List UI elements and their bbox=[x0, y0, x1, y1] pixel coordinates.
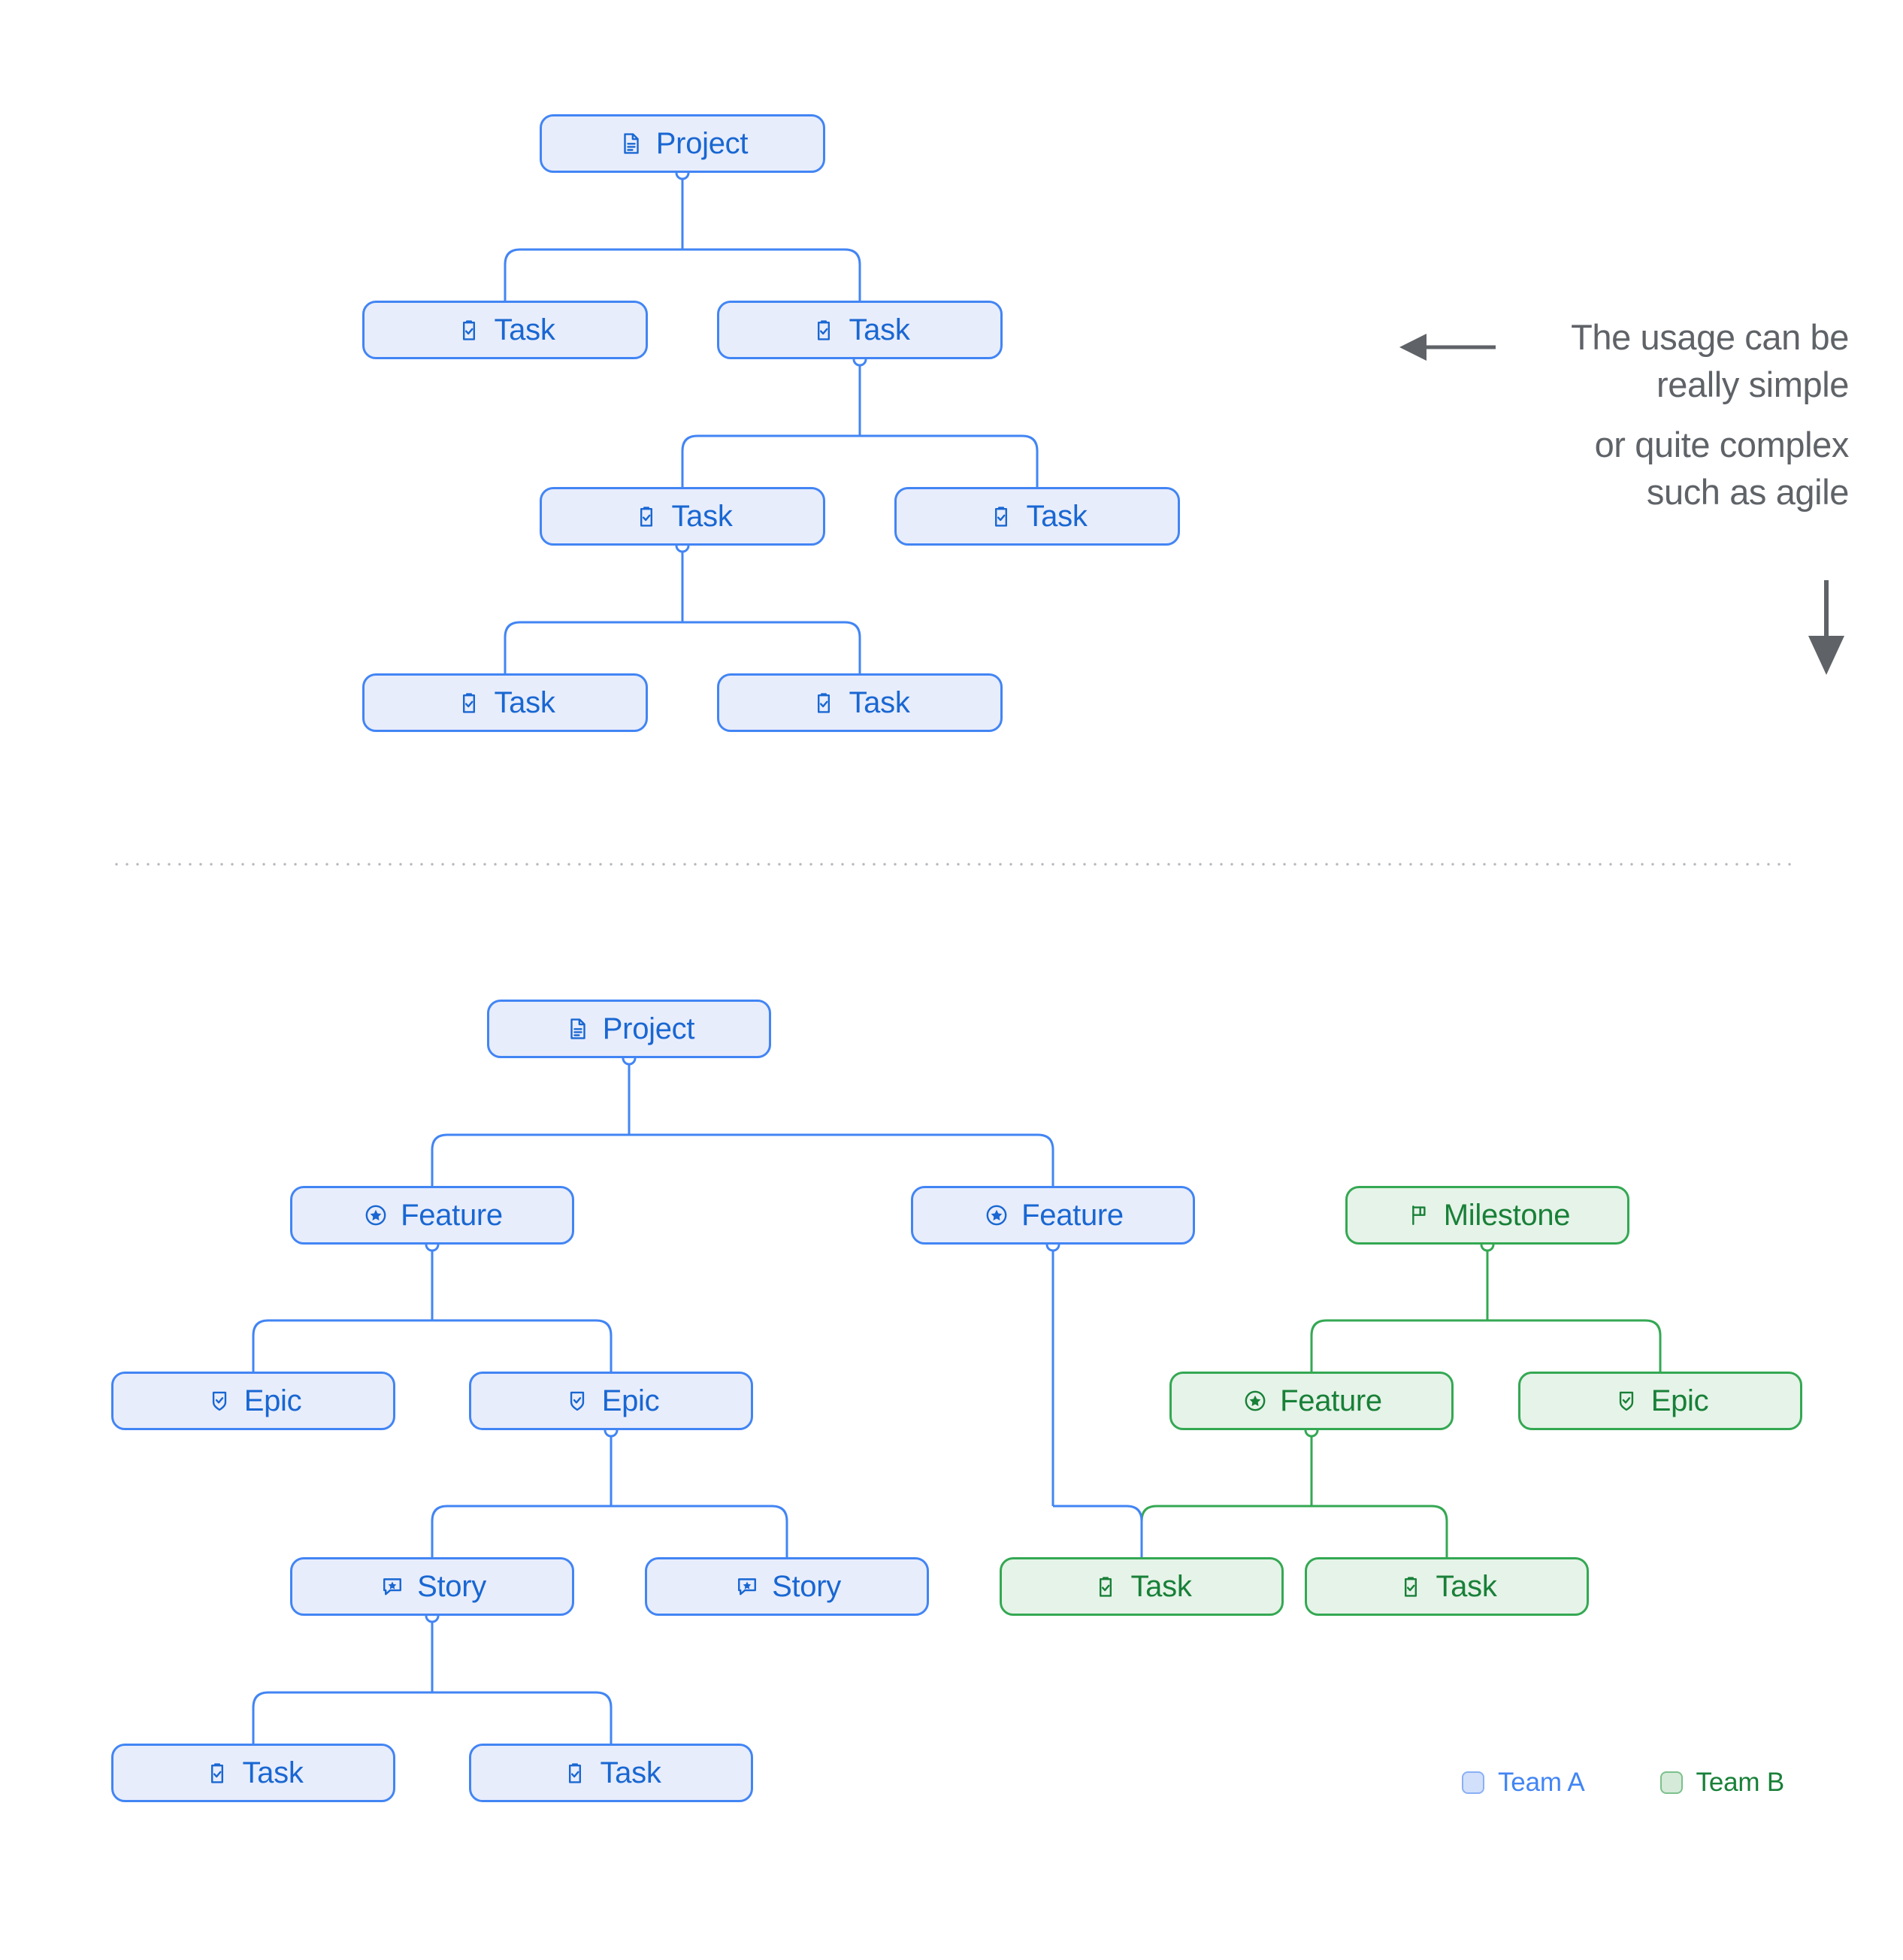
connector bbox=[504, 538, 861, 673]
annotation-line-2: really simple bbox=[1656, 364, 1849, 404]
document-icon bbox=[617, 129, 646, 158]
node-label: Story bbox=[417, 1570, 486, 1603]
node-task[interactable]: Task bbox=[1305, 1557, 1589, 1616]
node-task[interactable]: Task bbox=[540, 487, 825, 546]
section-divider bbox=[111, 863, 1793, 866]
node-task[interactable]: Task bbox=[717, 673, 1003, 732]
star-circle-icon bbox=[362, 1201, 390, 1230]
star-circle-icon bbox=[982, 1201, 1011, 1230]
document-icon bbox=[564, 1015, 592, 1043]
connector bbox=[252, 1237, 613, 1372]
clipboard-check-icon bbox=[1091, 1572, 1120, 1601]
legend-label-team-a: Team A bbox=[1498, 1768, 1585, 1797]
node-feature[interactable]: Feature bbox=[290, 1186, 574, 1245]
comment-star-icon bbox=[733, 1572, 761, 1601]
node-label: Feature bbox=[1280, 1384, 1382, 1417]
node-task[interactable]: Task bbox=[469, 1744, 753, 1802]
node-label: Project bbox=[602, 1012, 695, 1045]
node-label: Epic bbox=[601, 1384, 660, 1417]
connector bbox=[504, 165, 861, 301]
node-task[interactable]: Task bbox=[362, 673, 648, 732]
arrow-down-icon bbox=[1808, 580, 1844, 675]
star-circle-icon bbox=[1241, 1387, 1269, 1415]
shield-check-icon bbox=[205, 1387, 234, 1415]
annotation-line-1: The usage can be bbox=[1571, 317, 1849, 357]
node-project[interactable]: Project bbox=[487, 1000, 771, 1058]
clipboard-check-icon bbox=[809, 316, 838, 344]
node-task[interactable]: Task bbox=[717, 301, 1003, 359]
node-task[interactable]: Task bbox=[362, 301, 648, 359]
shield-check-icon bbox=[563, 1387, 591, 1415]
clipboard-check-icon bbox=[1396, 1572, 1425, 1601]
node-label: Task bbox=[494, 313, 555, 346]
node-label: Epic bbox=[244, 1384, 302, 1417]
connector bbox=[1045, 1237, 1143, 1557]
team-legend: Team A Team B bbox=[1462, 1768, 1784, 1798]
clipboard-check-icon bbox=[809, 688, 838, 717]
connector bbox=[252, 1608, 613, 1744]
node-label: Task bbox=[494, 686, 555, 719]
node-label: Task bbox=[671, 500, 733, 533]
connector bbox=[1140, 1423, 1448, 1557]
node-label: Task bbox=[1026, 500, 1088, 533]
node-label: Task bbox=[849, 686, 910, 719]
node-milestone[interactable]: Milestone bbox=[1345, 1186, 1629, 1245]
node-label: Task bbox=[242, 1756, 304, 1789]
clipboard-check-icon bbox=[455, 316, 483, 344]
node-epic[interactable]: Epic bbox=[1518, 1372, 1802, 1430]
node-epic[interactable]: Epic bbox=[111, 1372, 395, 1430]
node-label: Task bbox=[1130, 1570, 1192, 1603]
usage-annotation: The usage can be really simple or quite … bbox=[1473, 314, 1849, 516]
node-story[interactable]: Story bbox=[645, 1557, 929, 1616]
node-label: Feature bbox=[401, 1199, 503, 1232]
connector bbox=[681, 352, 1039, 487]
annotation-line-3: or quite complex bbox=[1594, 425, 1850, 464]
node-feature[interactable]: Feature bbox=[911, 1186, 1195, 1245]
square-swatch-icon bbox=[1462, 1771, 1484, 1794]
node-label: Task bbox=[849, 313, 910, 346]
flag-icon bbox=[1405, 1201, 1433, 1230]
comment-star-icon bbox=[378, 1572, 407, 1601]
clipboard-check-icon bbox=[987, 502, 1015, 531]
node-feature[interactable]: Feature bbox=[1169, 1372, 1454, 1430]
annotation-spacer bbox=[1473, 408, 1849, 422]
node-label: Milestone bbox=[1443, 1199, 1571, 1232]
node-label: Task bbox=[600, 1756, 661, 1789]
legend-label-team-b: Team B bbox=[1696, 1768, 1785, 1797]
clipboard-check-icon bbox=[455, 688, 483, 717]
node-story[interactable]: Story bbox=[290, 1557, 574, 1616]
node-label: Story bbox=[772, 1570, 841, 1603]
connector bbox=[1310, 1237, 1662, 1372]
annotation-line-4: such as agile bbox=[1646, 471, 1850, 512]
node-task[interactable]: Task bbox=[894, 487, 1180, 546]
clipboard-check-icon bbox=[203, 1759, 231, 1787]
node-label: Feature bbox=[1021, 1199, 1124, 1232]
node-label: Task bbox=[1436, 1570, 1497, 1603]
square-swatch-icon bbox=[1659, 1771, 1683, 1794]
clipboard-check-icon bbox=[632, 502, 661, 531]
clipboard-check-icon bbox=[561, 1759, 589, 1787]
connector bbox=[431, 1423, 788, 1557]
node-label: Epic bbox=[1650, 1384, 1709, 1417]
node-project[interactable]: Project bbox=[540, 114, 825, 173]
node-task[interactable]: Task bbox=[1000, 1557, 1284, 1616]
shield-check-icon bbox=[1612, 1387, 1641, 1415]
connector bbox=[431, 1051, 1054, 1186]
legend-item-team-a[interactable]: Team A bbox=[1462, 1768, 1585, 1798]
node-epic[interactable]: Epic bbox=[469, 1372, 753, 1430]
node-label: Project bbox=[655, 127, 749, 160]
legend-item-team-b[interactable]: Team B bbox=[1659, 1768, 1785, 1798]
node-task[interactable]: Task bbox=[111, 1744, 395, 1802]
